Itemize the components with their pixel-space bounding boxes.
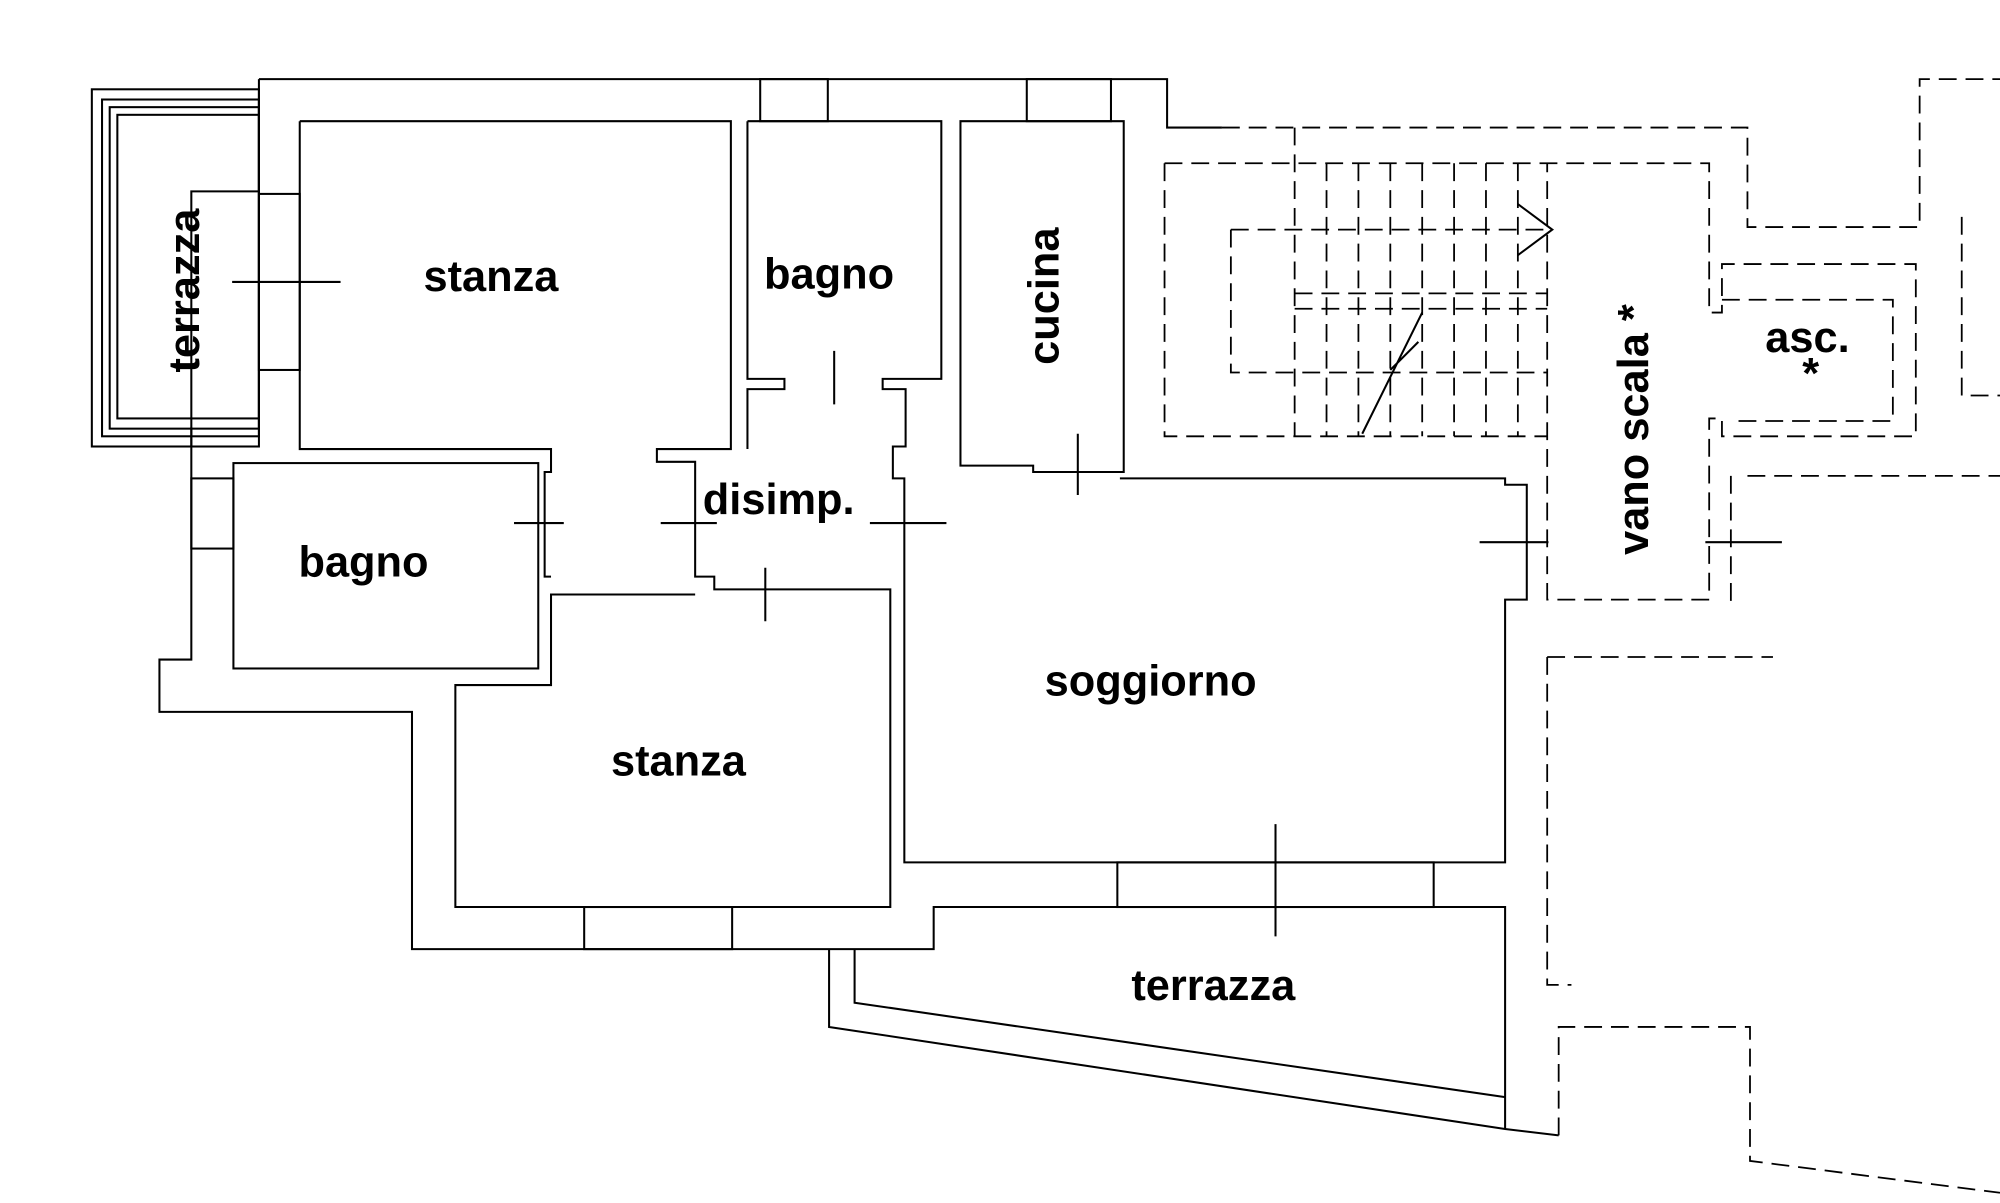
door-swing-marks <box>232 280 1782 937</box>
room-label-vano-scala: vano scala * <box>1610 304 1658 555</box>
room-label-ascensore: asc. <box>1765 314 1849 362</box>
room-label-terrazza-left: terrazza <box>161 208 209 373</box>
exterior-walls <box>158 78 1559 1137</box>
room-label-stanza-top: stanza <box>423 253 559 301</box>
room-label-bagno-top: bagno <box>764 250 894 298</box>
room-label-terrazza-bottom: terrazza <box>1131 962 1296 1010</box>
room-label-stanza-bottom: stanza <box>611 738 747 786</box>
room-label-soggiorno: soggiorno <box>1045 657 1257 705</box>
room-label-cucina: cucina <box>1021 227 1069 365</box>
room-label-bagno-left: bagno <box>298 539 428 587</box>
stairwell-dashed <box>1163 78 2000 1194</box>
interior-walls <box>190 78 1528 951</box>
room-label-ascensore-mark: * <box>1802 350 1819 398</box>
room-label-disimpegno: disimp. <box>703 476 855 524</box>
